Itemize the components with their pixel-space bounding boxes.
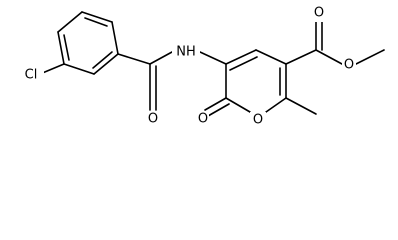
amide-cn-bond: [149, 51, 173, 65]
bond: [225, 97, 251, 113]
ester-co-single-bond: [315, 49, 343, 65]
double-bond-inner: [63, 34, 70, 61]
bond: [265, 97, 287, 113]
n-c3-bond: [199, 51, 227, 65]
lactone-co-bond: [204, 97, 227, 111]
benzene-ring: [57, 11, 119, 75]
bond: [81, 11, 113, 23]
methoxy-bond: [355, 49, 385, 65]
ester-ether-oxygen-label: O: [344, 58, 354, 73]
ring-carbonyl-oxygen-label: O: [198, 112, 208, 127]
chlorine-label: Cl: [25, 68, 38, 83]
double-bond-inner: [229, 56, 258, 71]
amide-oxygen-label: O: [148, 112, 158, 127]
molecule-structure: Cl NH O O O O O: [24, 5, 385, 128]
nh-label: NH: [176, 45, 196, 60]
lactone-co-bond: [207, 103, 230, 117]
pyranone-ring: [225, 49, 287, 113]
ring-oxygen-label: O: [253, 113, 263, 128]
bond: [117, 53, 151, 65]
bond: [63, 63, 95, 75]
bond: [111, 21, 119, 55]
bond: [57, 11, 83, 33]
bond: [285, 49, 317, 65]
bond: [225, 49, 257, 65]
bond: [93, 53, 119, 75]
double-bond-inner: [92, 51, 113, 69]
methyl-bond: [285, 97, 317, 115]
bond: [57, 31, 65, 65]
double-bond-inner: [84, 17, 108, 27]
ester-carbonyl-oxygen-label: O: [314, 6, 324, 21]
bond: [255, 49, 287, 65]
